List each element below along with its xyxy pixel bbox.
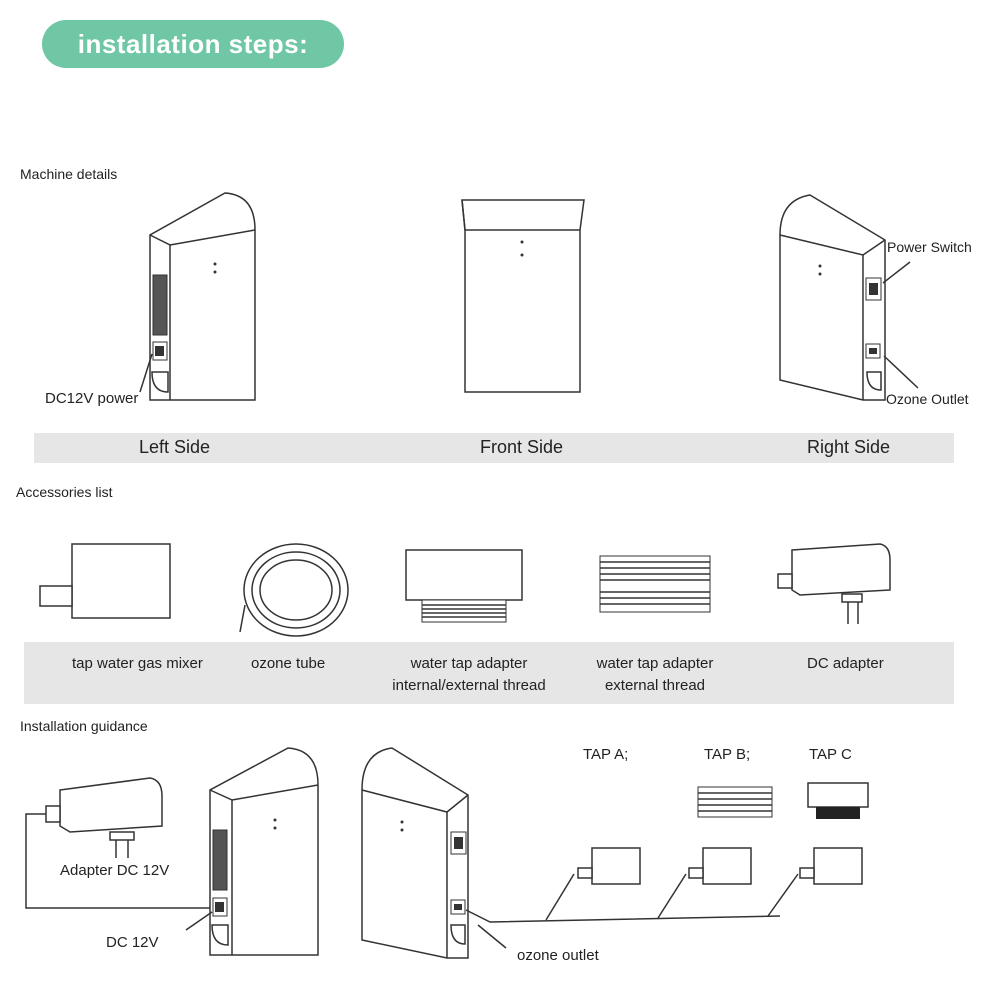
views-band	[34, 433, 954, 463]
accessory-label-adapter-1-line1: water tap adapter	[410, 655, 528, 672]
accessory-gas-mixer	[39, 543, 171, 619]
accessory-label-dc-adapter: DC adapter	[807, 655, 884, 672]
page-title: installation steps:	[42, 20, 344, 68]
install-machine-left	[185, 747, 319, 956]
machine-front-side	[461, 199, 585, 393]
accessory-label-gas-mixer: tap water gas mixer	[72, 655, 203, 672]
installation-heading: Installation guidance	[20, 718, 148, 734]
accessories-band	[24, 642, 954, 704]
machine-details-heading: Machine details	[20, 166, 118, 182]
tap-a-label: TAP A;	[583, 746, 629, 763]
tap-c-mixer	[799, 847, 863, 885]
accessory-label-ozone-tube: ozone tube	[251, 655, 326, 672]
adapter-dc-label: Adapter DC 12V	[60, 862, 170, 879]
view-label-front: Front Side	[480, 437, 564, 457]
tube-branch-b	[657, 873, 687, 919]
tap-c-adapter	[807, 782, 869, 819]
power-cable	[25, 813, 210, 909]
dc-power-label: DC12V power	[45, 390, 139, 407]
tap-b-label: TAP B;	[704, 746, 751, 763]
accessory-label-adapter-2-line1: water tap adapter	[596, 655, 714, 672]
tap-c-label: TAP C	[809, 746, 852, 763]
view-label-left: Left Side	[139, 437, 211, 457]
power-switch-label: Power Switch	[887, 239, 972, 255]
tube-branch-a	[545, 873, 575, 921]
tap-b-adapter	[697, 786, 773, 818]
machine-left-side	[139, 192, 256, 401]
accessory-adapter-internal-external	[405, 549, 523, 623]
accessory-dc-adapter	[777, 543, 891, 624]
ozone-outlet-install-label: ozone outlet	[517, 947, 599, 964]
install-machine-right	[361, 747, 507, 959]
accessory-ozone-tube	[239, 543, 349, 637]
machine-right-side	[779, 194, 919, 401]
accessory-adapter-external	[599, 555, 711, 613]
install-dc-adapter	[45, 777, 163, 858]
accessory-label-adapter-1-line2: internal/external thread	[392, 677, 546, 694]
accessory-label-adapter-2-line2: external thread	[604, 677, 706, 694]
ozone-tube-line	[465, 909, 781, 923]
tube-branch-c	[767, 873, 799, 917]
dc-12v-label: DC 12V	[106, 934, 159, 951]
ozone-outlet-label: Ozone Outlet	[886, 391, 969, 407]
view-label-right: Right Side	[807, 437, 891, 457]
tap-b-mixer	[688, 847, 752, 885]
accessories-heading: Accessories list	[16, 484, 113, 500]
tap-a-mixer	[577, 847, 641, 885]
